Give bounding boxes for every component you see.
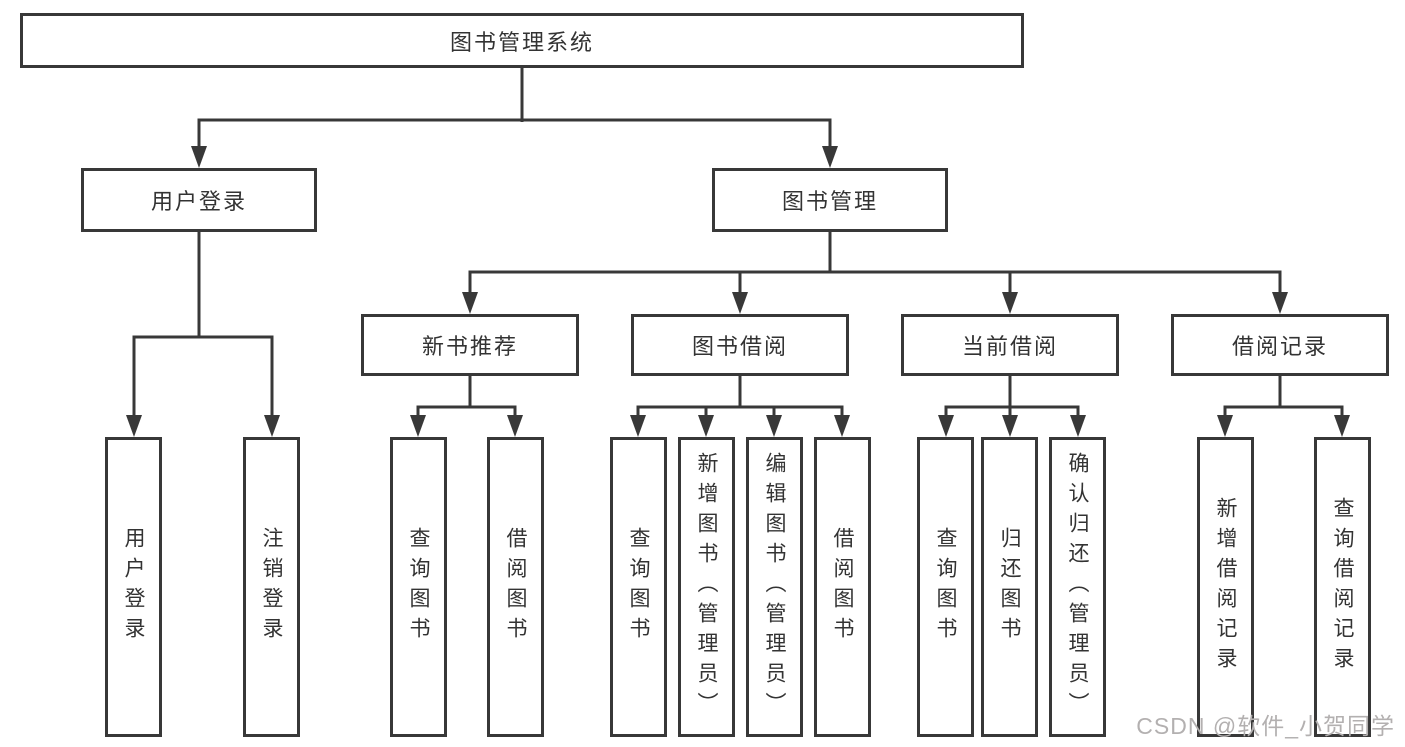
leaf-logout: 注销登录 <box>243 437 300 737</box>
node-book-borrow: 图书借阅 <box>631 314 849 376</box>
leaf-query-books-current: 查询图书 <box>917 437 974 737</box>
node-root: 图书管理系统 <box>20 13 1024 68</box>
leaf-query-borrow-record: 查询借阅记录 <box>1314 437 1371 737</box>
leaf-add-borrow-record: 新增借阅记录 <box>1197 437 1254 737</box>
node-book-management: 图书管理 <box>712 168 948 232</box>
node-current-borrow: 当前借阅 <box>901 314 1119 376</box>
node-user-login: 用户登录 <box>81 168 317 232</box>
leaf-add-book-admin: 新增图书（管理员） <box>678 437 735 737</box>
leaf-borrow-books: 借阅图书 <box>814 437 871 737</box>
leaf-confirm-return-admin: 确认归还（管理员） <box>1049 437 1106 737</box>
leaf-user-login: 用户登录 <box>105 437 162 737</box>
leaf-return-book: 归还图书 <box>981 437 1038 737</box>
connector-lines <box>132 68 1344 419</box>
node-borrow-records: 借阅记录 <box>1171 314 1389 376</box>
watermark: CSDN @软件_小贺同学 <box>1136 713 1395 739</box>
leaf-query-books-borrow: 查询图书 <box>610 437 667 737</box>
arrowheads <box>126 146 1350 437</box>
leaf-edit-book-admin: 编辑图书（管理员） <box>746 437 803 737</box>
leaf-query-books-recommend: 查询图书 <box>390 437 447 737</box>
leaf-borrow-books-recommend: 借阅图书 <box>487 437 544 737</box>
node-new-book-recommend: 新书推荐 <box>361 314 579 376</box>
